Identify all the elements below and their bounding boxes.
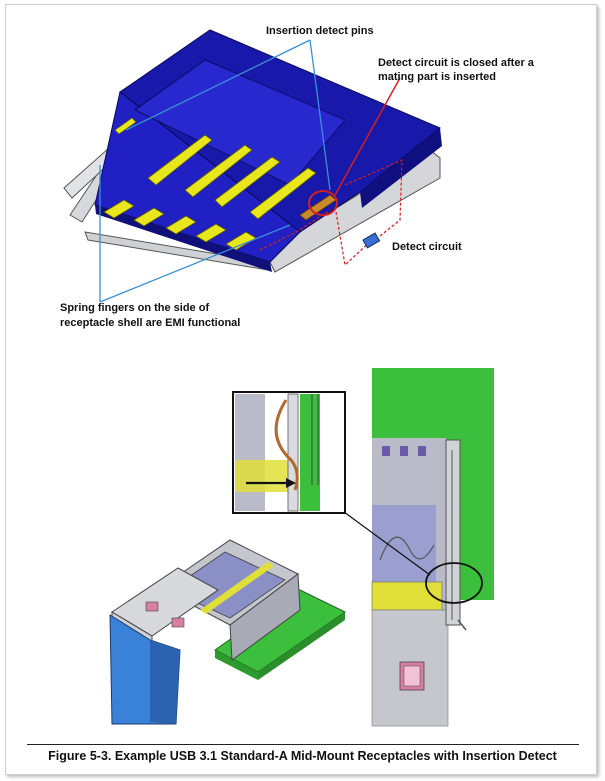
insertion-detect-pins-label: Insertion detect pins xyxy=(266,25,374,37)
caption-divider xyxy=(27,744,579,745)
detect-circuit-wiring xyxy=(259,77,403,267)
receptacle-cross-section xyxy=(371,438,467,727)
figure-caption: Figure 5-3. Example USB 3.1 Standard-A M… xyxy=(48,749,557,763)
zoom-connector-line xyxy=(343,511,431,576)
detect-closed-label-line2: mating part is inserted xyxy=(378,71,496,83)
zoom-inset xyxy=(232,391,346,514)
detect-circuit-label: Detect circuit xyxy=(392,241,462,253)
contact-pins xyxy=(103,117,317,251)
arrow-indicator-icon xyxy=(246,478,296,488)
receptacle-isometric-illustration xyxy=(63,29,442,303)
plug-receptacle-isometric xyxy=(109,539,346,725)
detect-circuit-component-icon xyxy=(362,232,381,249)
highlight-circle-icon xyxy=(425,562,483,604)
callout-lines xyxy=(99,39,331,303)
detect-closed-label-line1: Detect circuit is closed after a xyxy=(378,57,534,69)
spring-fingers-label-line2: receptacle shell are EMI functional xyxy=(60,317,241,329)
cross-section-illustration xyxy=(109,368,494,727)
spring-fingers-label-line1: Spring fingers on the side of xyxy=(60,302,210,314)
